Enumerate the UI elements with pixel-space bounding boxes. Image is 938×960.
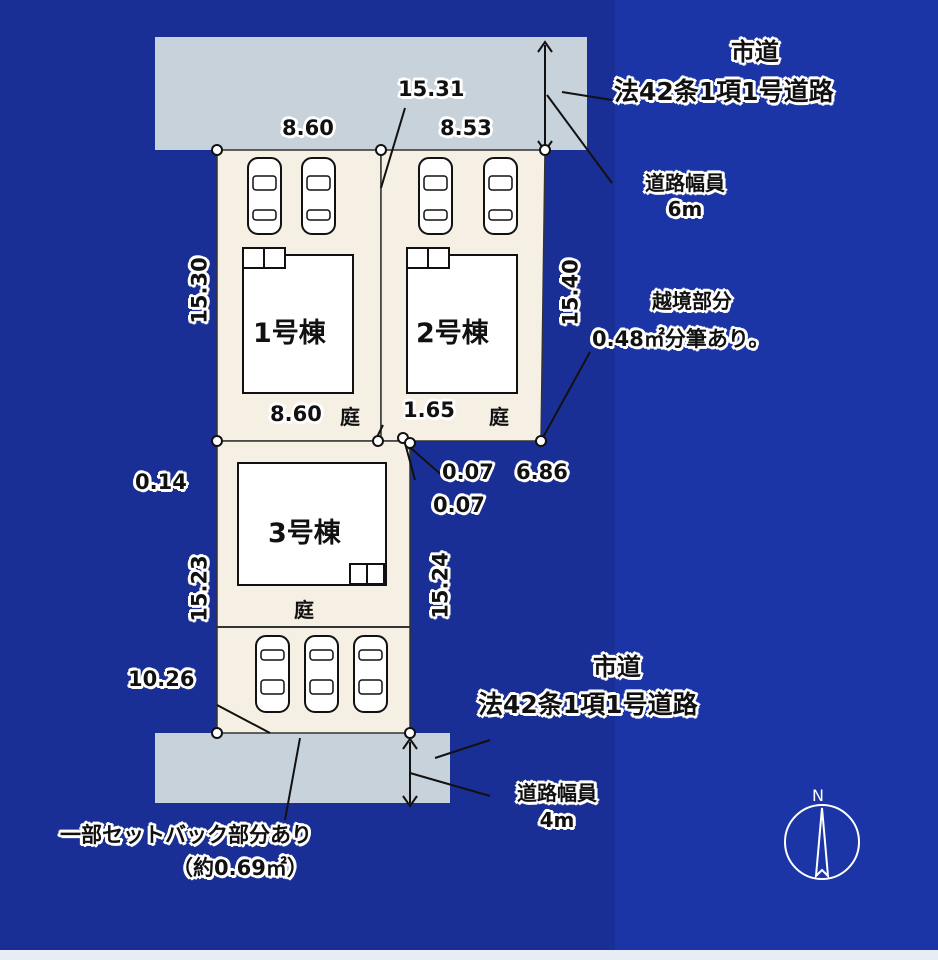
setback-note-1: 一部セットバック部分あり — [60, 823, 312, 847]
north-road-law: 法42条1項1号道路 — [614, 77, 834, 106]
car-icon — [353, 635, 388, 713]
dim-mid-left: 8.60 — [270, 402, 322, 426]
dim-left-upper: 15.30 — [187, 257, 212, 324]
dim-0-07-a: 0.07 — [442, 460, 494, 484]
house-1 — [242, 254, 354, 394]
dim-15-31: 15.31 — [398, 77, 465, 101]
dim-right-lower: 15.24 — [428, 552, 453, 619]
car-icon — [255, 635, 290, 713]
dim-10-26: 10.26 — [128, 667, 195, 691]
encroach-note-1: 越境部分 — [652, 289, 732, 313]
south-road-width-title: 道路幅員 — [517, 781, 597, 805]
car-icon — [418, 157, 453, 235]
encroach-note-2: 0.48㎡分筆あり。 — [592, 327, 770, 351]
north-road-width-title: 道路幅員 — [645, 171, 725, 195]
north-road — [155, 37, 587, 150]
building-1-label: 1号棟 — [253, 318, 326, 349]
car-icon — [301, 157, 336, 235]
north-road-type: 市道 — [731, 38, 779, 66]
dim-top-left: 8.60 — [282, 116, 334, 140]
north-arrow-icon — [784, 804, 860, 880]
north-road-width: 6m — [667, 197, 703, 221]
south-road-type: 市道 — [593, 653, 641, 681]
dim-0-14: 0.14 — [135, 470, 187, 494]
leader-lines — [216, 40, 613, 821]
building-2-label: 2号棟 — [416, 318, 489, 349]
setback-note-2: （約0.69㎡） — [172, 856, 308, 880]
south-road — [155, 733, 450, 803]
north-label: N — [812, 786, 824, 805]
garden-2-label: 庭 — [489, 405, 509, 429]
building-3-label: 3号棟 — [268, 518, 341, 549]
car-icon — [247, 157, 282, 235]
dim-top-right: 8.53 — [440, 116, 492, 140]
boundary-markers — [211, 144, 551, 739]
dim-right-upper: 15.40 — [558, 259, 583, 326]
dim-left-lower: 15.23 — [187, 555, 212, 622]
garden-1-label: 庭 — [340, 405, 360, 429]
south-road-law: 法42条1項1号道路 — [478, 690, 698, 719]
dim-6-86: 6.86 — [516, 460, 568, 484]
south-road-width: 4m — [539, 808, 575, 832]
background-panel — [615, 0, 938, 960]
car-icon — [483, 157, 518, 235]
garden-3-label: 庭 — [294, 598, 314, 622]
dim-0-07-b: 0.07 — [433, 493, 485, 517]
bottom-strip — [0, 950, 938, 960]
dim-mid-right: 1.65 — [403, 398, 455, 422]
car-icon — [304, 635, 339, 713]
house-2 — [406, 254, 518, 394]
